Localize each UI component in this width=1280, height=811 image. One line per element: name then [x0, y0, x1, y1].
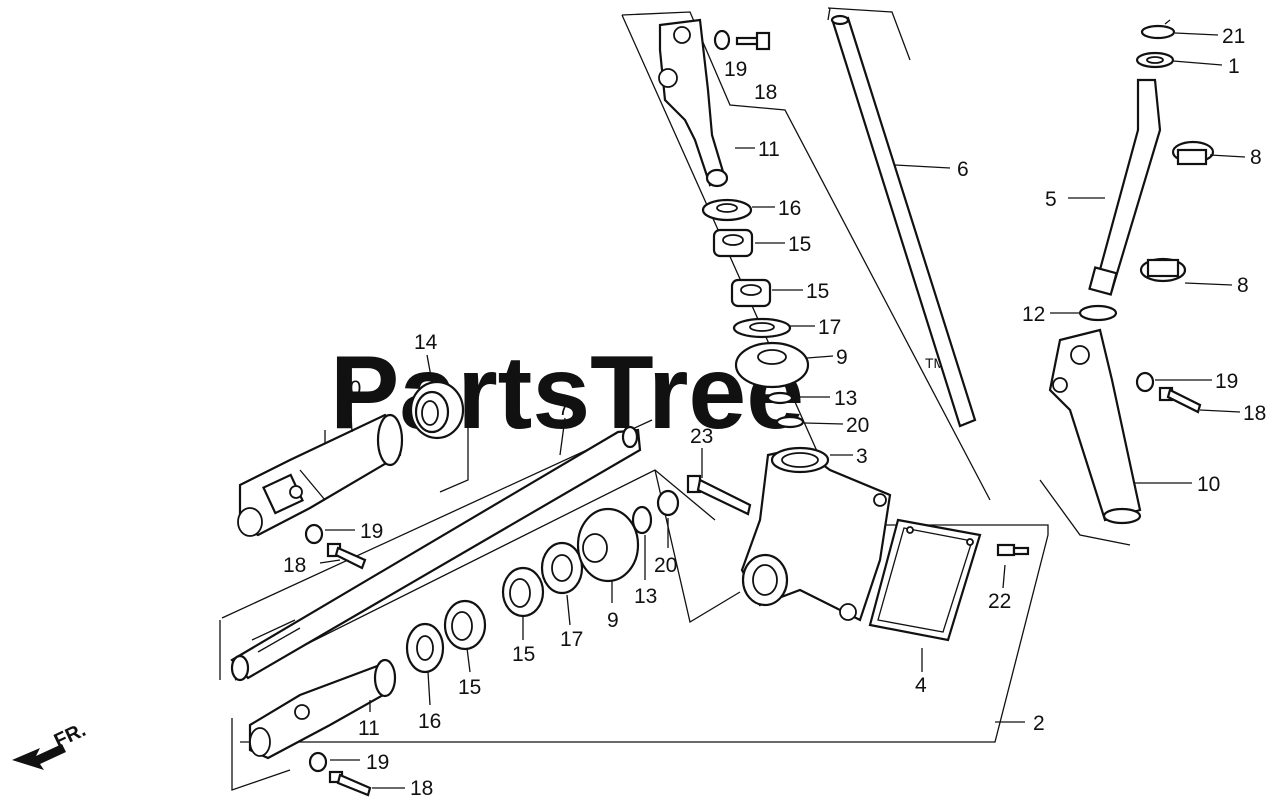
part-14-bearing	[409, 380, 465, 440]
callout-7: 7	[558, 397, 570, 420]
callout-19: 19	[360, 520, 383, 543]
callout-8: 8	[1250, 146, 1262, 169]
part-19-bottom-washer	[308, 751, 328, 773]
part-15-bottom-bearings	[443, 566, 545, 651]
part-12-washer	[1078, 304, 1118, 322]
callout-18: 18	[1243, 402, 1266, 425]
callout-3: 3	[856, 445, 868, 468]
callout-12: 12	[1022, 303, 1045, 326]
callout-4: 4	[915, 674, 927, 697]
part-9-bottom-gear	[576, 507, 640, 583]
callout-15: 15	[788, 233, 811, 256]
callout-18: 18	[283, 554, 306, 577]
callout-6: 6	[957, 158, 969, 181]
part-8-cap-nuts	[1139, 140, 1215, 283]
part-10-left-universal-joint	[237, 413, 404, 537]
callout-20: 20	[654, 554, 677, 577]
part-23-bolt	[686, 474, 752, 516]
callout-15: 15	[458, 676, 481, 699]
callout-19: 19	[724, 58, 747, 81]
part-13-top-spacer	[766, 391, 794, 405]
part-6-shaft	[830, 14, 977, 428]
callout-5: 5	[1045, 188, 1057, 211]
callout-10: 10	[338, 377, 361, 400]
part-18-top-bolt	[735, 31, 771, 51]
part-21-washer	[1140, 24, 1176, 40]
callout-2: 2	[1033, 712, 1045, 735]
callout-22: 22	[988, 590, 1011, 613]
callout-18: 18	[754, 81, 777, 104]
watermark: PartsTree	[330, 335, 804, 451]
part-3-gear-case	[740, 446, 892, 622]
callout-10: 10	[1197, 473, 1220, 496]
part-9-top-gear	[734, 341, 810, 389]
part-4-cover	[868, 518, 982, 642]
callout-1: 1	[1228, 55, 1240, 78]
part-7-shaft	[230, 425, 642, 682]
callout-17: 17	[818, 316, 841, 339]
front-arrow-icon	[12, 744, 66, 770]
part-15-top-bearings	[712, 228, 772, 308]
part-18-right-bolt	[1158, 386, 1202, 414]
callout-20: 20	[846, 414, 869, 437]
callout-11: 11	[758, 138, 780, 161]
callout-11: 11	[358, 717, 380, 740]
leader-lines	[319, 32, 1246, 789]
callout-23: 23	[690, 425, 713, 448]
callout-14: 14	[414, 331, 438, 354]
callout-21: 21	[1222, 25, 1245, 48]
part-11-top-universal-joint	[658, 18, 729, 188]
part-10-right-universal-joint	[1048, 328, 1142, 525]
part-11-bottom-universal-joint	[248, 658, 397, 760]
part-20-bottom-clip	[656, 489, 680, 517]
part-22-bolt	[996, 543, 1030, 557]
callout-8: 8	[1237, 274, 1249, 297]
callout-19: 19	[1215, 370, 1238, 393]
part-18-bottom-bolt	[328, 770, 372, 797]
callout-16: 16	[418, 710, 441, 733]
callout-13: 13	[834, 387, 857, 410]
callout-19: 19	[366, 751, 389, 774]
part-16-bottom-seal	[405, 622, 445, 674]
callout-13: 13	[634, 585, 657, 608]
callout-15: 15	[806, 280, 829, 303]
part-17-bottom-washer	[540, 541, 584, 595]
part-18-left-bolt	[326, 542, 367, 570]
callout-17: 17	[560, 628, 583, 651]
part-5-shaft	[1088, 78, 1162, 296]
part-19-right-washer	[1135, 371, 1155, 393]
callout-9: 9	[607, 609, 619, 632]
callout-15: 15	[512, 643, 535, 666]
part-19-top-washer	[713, 29, 731, 51]
part-20-top-clip	[775, 415, 805, 429]
part-13-bottom-spacer	[631, 505, 653, 535]
callout-16: 16	[778, 197, 801, 220]
callout-9: 9	[836, 346, 848, 369]
part-19-left-washer	[304, 523, 324, 545]
callout-18: 18	[410, 777, 433, 800]
